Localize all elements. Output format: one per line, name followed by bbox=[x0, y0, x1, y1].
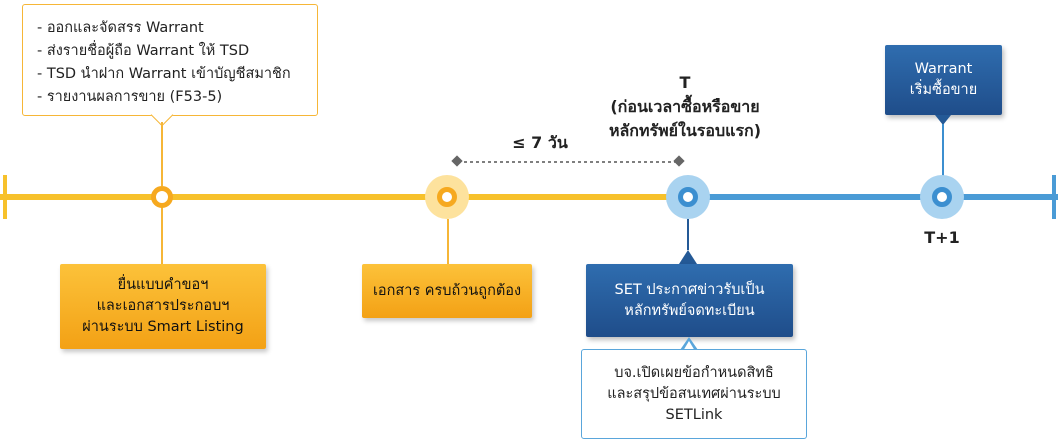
note-item: - ส่งรายชื่อผู้ถือ Warrant ให้ TSD bbox=[37, 43, 250, 59]
duration-label: ≤ 7 วัน bbox=[512, 133, 568, 152]
docs-complete-box: เอกสาร ครบถ้วนถูกต้อง bbox=[362, 264, 532, 318]
t-label-line: T bbox=[679, 73, 691, 92]
t-label-line: หลักทรัพย์ในรอบแรก) bbox=[608, 121, 762, 140]
box-line: และเอกสารประกอบฯ bbox=[96, 298, 230, 314]
company-disclosure-box: บจ.เปิดเผยข้อกำหนดสิทธิ และสรุปข้อสนเทศผ… bbox=[581, 349, 807, 439]
submit-application-box: ยื่นแบบคำขอฯ และเอกสารประกอบฯ ผ่านระบบ S… bbox=[60, 264, 266, 349]
connector-line bbox=[447, 219, 449, 264]
t-label-line: (ก่อนเวลาซื้อหรือขาย bbox=[610, 97, 760, 116]
warrant-trading-start-box: Warrant เริ่มซื้อขาย bbox=[885, 45, 1002, 115]
box-line: หลักทรัพย์จดทะเบียน bbox=[624, 302, 755, 319]
box-line: ผ่านระบบ Smart Listing bbox=[82, 319, 244, 335]
connector-line bbox=[687, 219, 689, 250]
milestone-node-t1 bbox=[932, 187, 952, 207]
set-announcement-box: SET ประกาศข่าวรับเป็น หลักทรัพย์จดทะเบีย… bbox=[586, 264, 793, 337]
milestone-node-submit bbox=[151, 186, 173, 208]
box-line: เริ่มซื้อขาย bbox=[909, 82, 978, 98]
connector-line bbox=[161, 206, 163, 264]
pointer-triangle-inner bbox=[683, 341, 695, 351]
top-notes-box: - ออกและจัดสรร Warrant - ส่งรายชื่อผู้ถื… bbox=[22, 4, 318, 116]
note-item: - TSD นำฝาก Warrant เข้าบัญชีสมาชิก bbox=[37, 66, 291, 82]
pointer-triangle bbox=[679, 250, 697, 264]
box-line: เอกสาร ครบถ้วนถูกต้อง bbox=[372, 282, 522, 299]
timeline-blue-segment bbox=[690, 194, 1058, 200]
duration-range-line bbox=[451, 155, 685, 167]
connector-line bbox=[942, 124, 944, 177]
milestone-node-docs bbox=[437, 187, 457, 207]
box-line: SET ประกาศข่าวรับเป็น bbox=[614, 281, 765, 298]
note-item: - ออกและจัดสรร Warrant bbox=[37, 20, 204, 36]
timeline-start-cap bbox=[3, 175, 7, 219]
box-line: Warrant bbox=[914, 61, 973, 77]
box-line: และสรุปข้อสนเทศผ่านระบบ bbox=[607, 385, 781, 402]
connector-line bbox=[161, 122, 163, 186]
timeline-orange-segment bbox=[0, 194, 690, 200]
box-line: SETLink bbox=[665, 406, 723, 423]
t-plus-one-label: T+1 bbox=[924, 228, 960, 247]
t-label: T (ก่อนเวลาซื้อหรือขาย หลักทรัพย์ในรอบแร… bbox=[565, 71, 805, 143]
note-item: - รายงานผลการขาย (F53-5) bbox=[37, 89, 223, 105]
box-line: บจ.เปิดเผยข้อกำหนดสิทธิ bbox=[614, 364, 774, 381]
box-line: ยื่นแบบคำขอฯ bbox=[117, 277, 209, 293]
milestone-node-t bbox=[678, 187, 698, 207]
timeline-end-cap bbox=[1052, 175, 1056, 219]
pointer-triangle bbox=[935, 115, 951, 125]
